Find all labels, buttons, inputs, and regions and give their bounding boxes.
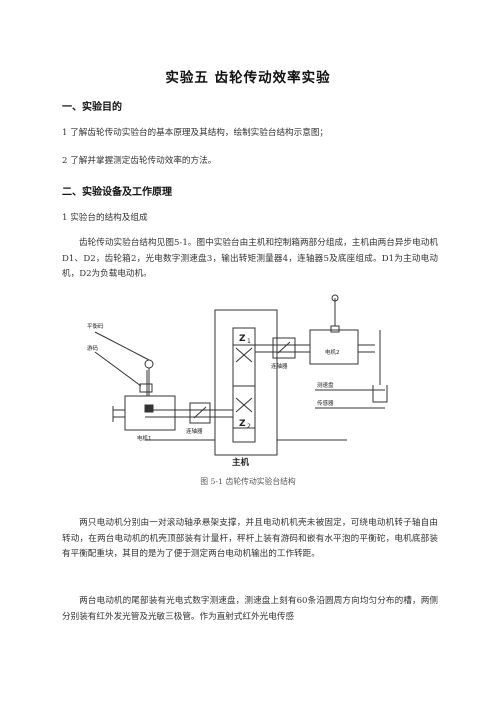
paragraph-structure: 齿轮传动实验台结构见图5-1。图中实验台由主机和控制箱两部分组成，主机由两台异步… xyxy=(62,236,438,283)
paragraph-speed-disc-text: 两台电动机的尾部装有光电式数字测速盘，测速盘上刻有60条沿圆周方向均匀分布的槽，… xyxy=(62,596,438,622)
objective-item-2: 2 了解并掌握测定齿轮传动效率的方法。 xyxy=(62,156,217,166)
label-speed-disc: 测速盘 xyxy=(317,381,334,389)
label-coupling-2: 连轴器 xyxy=(271,362,288,370)
label-main-unit: 主机 xyxy=(232,457,250,468)
label-gear-z2-sub: 2 xyxy=(247,423,251,430)
gearbox-housing xyxy=(214,309,278,456)
paragraph-motors: 两只电动机分别由一对滚动轴承悬架支撑，并且电动机机壳未被固定，可绕电动机转子轴自… xyxy=(62,516,438,563)
subsection-heading: 1 实验台的结构及组成 xyxy=(62,213,148,223)
figure-caption: 图 5-1 齿轮传动实验台结构 xyxy=(200,477,296,486)
objective-item-1: 1 了解齿轮传动实验台的基本原理及其结构，绘制实验台结构示意图； xyxy=(62,128,329,138)
label-motor-2: 电机2 xyxy=(325,348,340,356)
label-gear-z1-sub: 1 xyxy=(247,338,251,345)
label-coupling-1: 连轴器 xyxy=(186,427,203,435)
test-bench-structure-diagram: 平衡码 游码 电机1 连轴器 Z 1 Z 2 连轴器 电机2 测速盘 传感器 主… xyxy=(87,294,388,468)
paragraph-speed-disc: 两台电动机的尾部装有光电式数字测速盘，测速盘上刻有60条沿圆周方向均匀分布的槽，… xyxy=(62,594,438,625)
paragraph-motors-text: 两只电动机分别由一对滚动轴承悬架支撑，并且电动机机壳未被固定，可绕电动机转子轴自… xyxy=(62,518,438,559)
coupling-1 xyxy=(189,402,211,424)
label-sensor: 传感器 xyxy=(317,399,334,407)
coupling-2 xyxy=(272,337,296,359)
page-title: 实验五 齿轮传动效率实验 xyxy=(165,70,331,86)
motor-2 xyxy=(309,329,359,365)
gear-z2 xyxy=(232,385,256,443)
motor-1 xyxy=(124,395,176,431)
section-heading-objectives: 一、实验目的 xyxy=(62,102,122,113)
label-motor-1: 电机1 xyxy=(137,434,152,442)
section-heading-equipment: 二、实验设备及工作原理 xyxy=(62,187,172,198)
paragraph-structure-text: 齿轮传动实验台结构见图5-1。图中实验台由主机和控制箱两部分组成，主机由两台异步… xyxy=(62,238,438,279)
label-gear-z2: Z xyxy=(239,419,246,429)
label-gear-z1: Z xyxy=(239,334,246,344)
label-balance-weight: 平衡码 xyxy=(87,322,104,330)
label-slider-weight: 游码 xyxy=(87,344,99,352)
